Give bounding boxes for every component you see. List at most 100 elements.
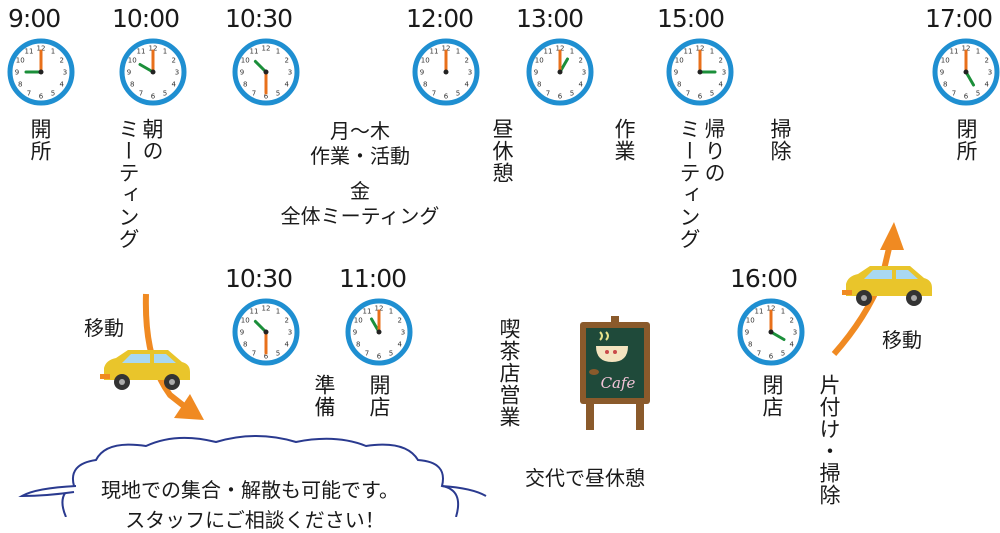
svg-text:3: 3	[288, 329, 292, 337]
svg-text:6: 6	[39, 93, 44, 101]
svg-text:6: 6	[444, 93, 449, 101]
svg-text:4: 4	[465, 81, 470, 89]
svg-text:12: 12	[375, 305, 384, 313]
lunch-rotation-label: 交代で昼休憩	[525, 466, 645, 490]
svg-text:4: 4	[285, 341, 290, 349]
time-label: 17:00	[925, 4, 993, 33]
svg-text:7: 7	[757, 349, 761, 357]
svg-text:4: 4	[579, 81, 584, 89]
svg-text:12: 12	[556, 45, 565, 53]
svg-text:9: 9	[353, 329, 357, 337]
activity-content: 作業・活動	[310, 144, 410, 168]
time-label: 15:00	[657, 4, 725, 33]
svg-text:11: 11	[250, 48, 259, 56]
svg-text:8: 8	[537, 81, 541, 89]
svg-text:11: 11	[684, 48, 693, 56]
svg-text:5: 5	[389, 349, 393, 357]
svg-text:10: 10	[16, 57, 25, 65]
svg-text:3: 3	[401, 329, 405, 337]
svg-text:6: 6	[151, 93, 156, 101]
note-line2: スタッフにご相談ください！	[125, 508, 385, 532]
note-line1: 現地での集合・解散も可能です。	[101, 478, 399, 502]
svg-text:5: 5	[51, 89, 55, 97]
svg-text:12: 12	[37, 45, 46, 53]
svg-text:9: 9	[15, 69, 19, 77]
friday-meeting: 全体ミーティング	[280, 204, 440, 228]
svg-text:5: 5	[276, 89, 280, 97]
time-label: 11:00	[339, 264, 407, 293]
svg-text:1: 1	[976, 48, 980, 56]
svg-text:8: 8	[243, 81, 247, 89]
svg-text:7: 7	[952, 89, 956, 97]
svg-text:5: 5	[570, 89, 574, 97]
svg-text:2: 2	[285, 317, 289, 325]
time-label: 10:00	[112, 4, 180, 33]
svg-text:4: 4	[60, 81, 65, 89]
svg-text:2: 2	[985, 57, 989, 65]
activity-days: 月～木	[330, 119, 390, 143]
time-label: 9:00	[8, 4, 61, 33]
morning-meeting-label-1: 朝の	[140, 118, 164, 162]
cloud-bubble	[18, 435, 487, 517]
svg-text:1: 1	[710, 48, 714, 56]
svg-text:5: 5	[163, 89, 167, 97]
svg-text:4: 4	[790, 341, 795, 349]
svg-text:12: 12	[767, 305, 776, 313]
svg-text:11: 11	[250, 308, 259, 316]
work-label: 作業	[612, 118, 636, 162]
svg-text:9: 9	[240, 69, 244, 77]
friday-label: 金	[350, 179, 370, 203]
svg-text:5: 5	[781, 349, 785, 357]
svg-text:4: 4	[285, 81, 290, 89]
svg-text:2: 2	[719, 57, 723, 65]
svg-text:10: 10	[746, 317, 755, 325]
svg-text:6: 6	[264, 353, 269, 361]
svg-text:11: 11	[363, 308, 372, 316]
svg-text:8: 8	[130, 81, 134, 89]
svg-text:9: 9	[240, 329, 244, 337]
svg-text:1: 1	[389, 308, 393, 316]
time-label: 13:00	[516, 4, 584, 33]
svg-text:7: 7	[365, 349, 369, 357]
svg-text:8: 8	[677, 81, 681, 89]
close-label: 閉所	[954, 118, 978, 162]
svg-text:3: 3	[468, 69, 472, 77]
svg-text:7: 7	[546, 89, 550, 97]
cafe-sign-icon: Cafe	[580, 316, 650, 430]
svg-text:8: 8	[356, 341, 360, 349]
svg-text:9: 9	[534, 69, 538, 77]
svg-text:5: 5	[276, 349, 280, 357]
svg-text:3: 3	[175, 69, 179, 77]
svg-text:4: 4	[172, 81, 177, 89]
clock-hour-hand	[138, 63, 155, 74]
car-icon	[100, 350, 190, 390]
svg-text:11: 11	[25, 48, 34, 56]
svg-text:2: 2	[790, 317, 794, 325]
svg-text:5: 5	[710, 89, 714, 97]
open-label: 開所	[28, 118, 52, 162]
svg-text:11: 11	[544, 48, 553, 56]
svg-text:4: 4	[985, 81, 990, 89]
svg-text:9: 9	[674, 69, 678, 77]
svg-text:11: 11	[950, 48, 959, 56]
svg-text:2: 2	[398, 317, 402, 325]
svg-text:10: 10	[241, 57, 250, 65]
svg-text:10: 10	[241, 317, 250, 325]
svg-text:12: 12	[962, 45, 971, 53]
svg-text:3: 3	[288, 69, 292, 77]
svg-text:4: 4	[719, 81, 724, 89]
svg-text:10: 10	[128, 57, 137, 65]
move-label-left: 移動	[84, 316, 124, 340]
svg-text:6: 6	[558, 93, 563, 101]
cleaning-label: 掃除	[768, 118, 792, 162]
car-icon	[842, 266, 932, 306]
svg-text:8: 8	[423, 81, 427, 89]
svg-text:1: 1	[163, 48, 167, 56]
